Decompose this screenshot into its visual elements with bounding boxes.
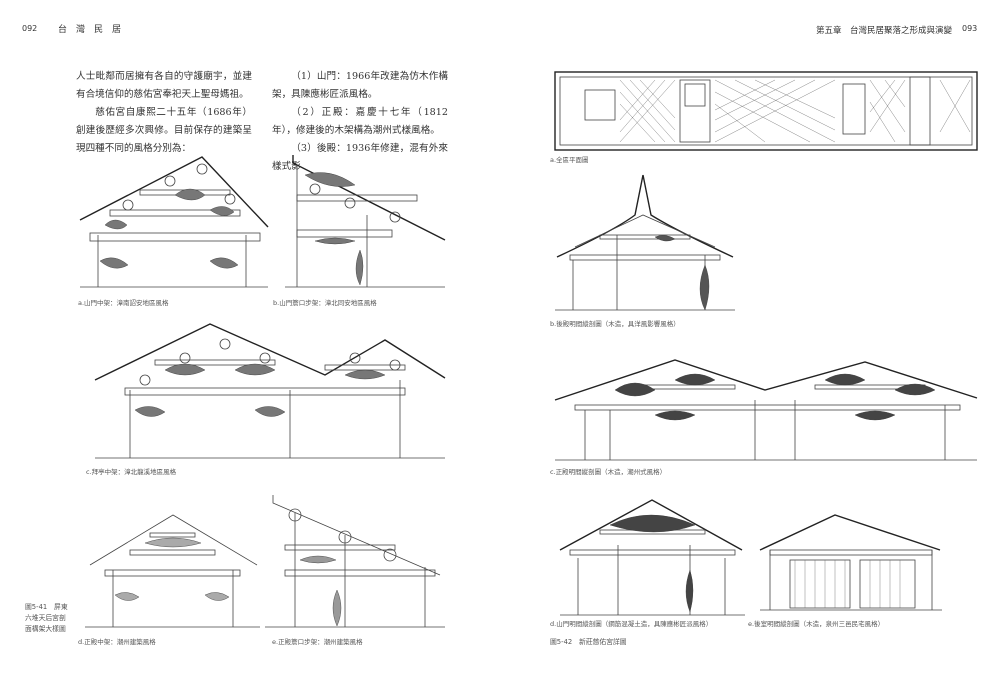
right-page-number: 093	[962, 24, 978, 33]
caption-fig-c: c.拜亭中架：漳北龍溪地區風格	[86, 468, 177, 476]
text-column-2: （1）山門：1966年改建為仿木作構架，具陳應彬匠派風格。 （2）正殿：嘉慶十七…	[272, 68, 448, 176]
paragraph: 人士毗鄰而居擁有各自的守護廟宇，並建有合境信仰的慈佑宮奉祀天上聖母媽祖。	[76, 71, 252, 100]
drawing-baiting-middle-truss	[94, 323, 446, 459]
caption-right-fig-c: c.正殿明間縱剖圖（木造，潮州式風格）	[550, 468, 667, 476]
left-page-number: 092	[22, 24, 38, 33]
paragraph: （3）後殿：1936年修建，混有外來樣式影	[272, 143, 448, 172]
caption-right-fig-e: e.後室明間縱剖圖（木造，泉州三邑民宅風格）	[748, 620, 885, 628]
paragraph: （1）山門：1966年改建為仿木作構架，具陳應彬匠派風格。	[272, 71, 448, 100]
drawing-main-hall-section	[554, 359, 978, 461]
drawing-shanmen-section	[559, 499, 745, 616]
drawing-zhengdian-middle-truss	[85, 514, 260, 628]
caption-fig-d: d.正殿中架：潮州建築風格	[78, 638, 156, 646]
caption-right-fig-a: a.全區平面圖	[550, 156, 589, 164]
drawing-rear-hall-section	[555, 174, 735, 311]
caption-fig-a: a.山門中架：漳南詔安地區風格	[78, 299, 169, 307]
caption-right-fig-d: d.山門明間縱剖圖（鋼筋混凝土造，具陳應彬匠派風格）	[550, 620, 713, 628]
drawing-shanmen-eave-truss	[285, 155, 446, 288]
paragraph: （2）正殿：嘉慶十七年（1812年），修建後的木架構為潮州式樣風格。	[272, 107, 448, 136]
drawing-shanmen-middle-truss	[79, 156, 269, 288]
drawing-site-plan	[554, 71, 978, 151]
drawing-rear-room-section	[759, 514, 942, 611]
right-running-title: 第五章 台灣民居聚落之形成與演變	[816, 26, 953, 36]
paragraph: 慈佑宮自康熙二十五年（1686年）創建後歷經多次興修。目前保存的建築呈現四種不同…	[76, 107, 252, 154]
left-running-title: 台灣民居	[58, 25, 131, 35]
drawing-zhengdian-eave-truss	[265, 495, 445, 628]
caption-fig-e: e.正殿簷口步架：潮州建築風格	[272, 638, 363, 646]
caption-fig-b: b.山門簷口步架：漳北同安地區風格	[273, 299, 377, 307]
figure-title-5-41: 圖5-41 屏東六堆天后宮剖面構架大樣圖	[25, 603, 68, 633]
figure-title-5-42: 圖5-42 新莊慈佑宮詳圖	[550, 638, 627, 646]
text-column-1: 人士毗鄰而居擁有各自的守護廟宇，並建有合境信仰的慈佑宮奉祀天上聖母媽祖。 慈佑宮…	[76, 68, 252, 158]
caption-right-fig-b: b.後殿明間縱剖圖（木造，具洋風影響風格）	[550, 320, 680, 328]
